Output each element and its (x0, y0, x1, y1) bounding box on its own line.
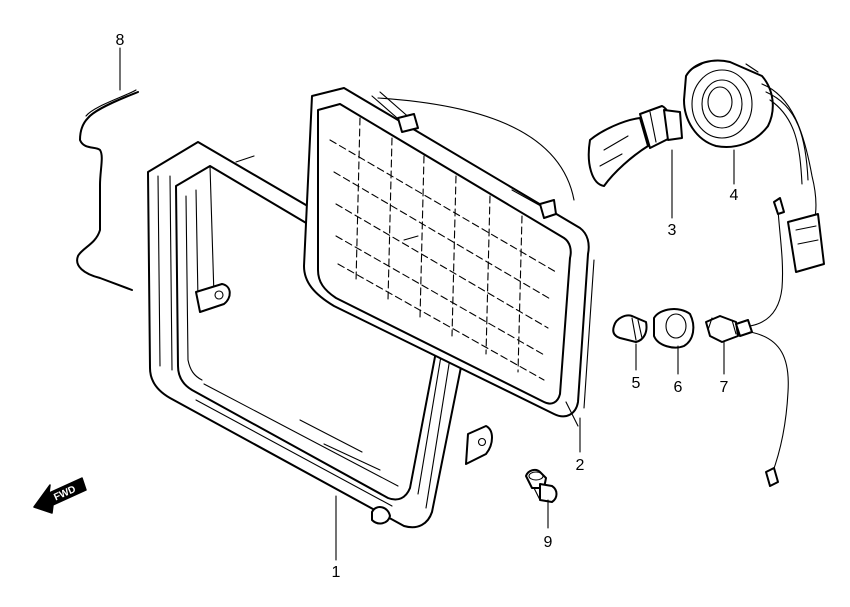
headlight-bulb-part-3 (587, 105, 683, 187)
bulb-socket-part-4 (683, 59, 825, 273)
fwd-arrow-icon (33, 477, 87, 514)
callout-3: 3 (668, 222, 677, 239)
callout-numbers: 8 1 2 3 4 5 6 7 9 (116, 32, 739, 581)
callout-4: 4 (730, 187, 739, 204)
headlight-rim-part-1 (147, 141, 493, 529)
callout-7: 7 (720, 379, 729, 396)
sealed-beam-unit-part-2 (303, 87, 595, 427)
callout-1: 1 (332, 564, 341, 581)
fwd-label: FWD (52, 484, 77, 503)
callout-6: 6 (674, 379, 683, 396)
fwd-direction-badge: FWD (33, 477, 87, 514)
callout-8: 8 (116, 32, 125, 49)
position-bulb-part-5 (612, 314, 648, 343)
grommet-part-6 (653, 308, 695, 349)
callout-9: 9 (544, 534, 553, 551)
wire-spring-part-8 (76, 89, 139, 291)
leader-lines (119, 47, 735, 561)
callout-2: 2 (576, 457, 585, 474)
position-socket-part-7 (705, 197, 789, 487)
callout-5: 5 (632, 375, 641, 392)
screw-part-9 (525, 468, 558, 503)
